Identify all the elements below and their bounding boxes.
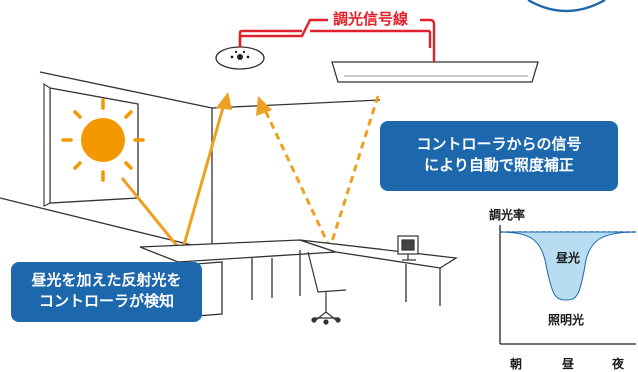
lamp-light-arrow bbox=[264, 95, 380, 249]
lighting-label: 照明光 bbox=[548, 313, 585, 327]
x-tick-night: 夜 bbox=[612, 357, 625, 371]
detection-callout: 昼光を加えた反射光を コントローラが検知 bbox=[11, 262, 202, 322]
daylight-area bbox=[499, 231, 637, 301]
reflected-light-arrow bbox=[120, 103, 226, 253]
arrowhead-dashed bbox=[256, 96, 272, 116]
detection-line-1: 昼光を加えた反射光を bbox=[31, 271, 182, 289]
auto-correction-line-1: コントローラからの信号 bbox=[416, 135, 582, 153]
corner-badge-arc bbox=[527, 0, 606, 13]
sun-icon bbox=[61, 98, 145, 182]
office-desk bbox=[139, 239, 458, 317]
x-tick-morning: 朝 bbox=[510, 357, 523, 371]
dimming-rate-graph bbox=[499, 225, 637, 345]
auto-correction-callout: コントローラからの信号 により自動で照度補正 bbox=[380, 121, 618, 191]
daylight-label: 昼光 bbox=[556, 251, 581, 265]
monitor-icon bbox=[397, 235, 419, 261]
office-chair-icon bbox=[307, 251, 347, 325]
graph-y-label: 調光率 bbox=[489, 208, 526, 222]
arrowhead-solid bbox=[216, 92, 232, 110]
dimming-wire-label: 調光信号線 bbox=[333, 10, 409, 28]
detection-line-2: コントローラが検知 bbox=[38, 292, 174, 310]
ceiling-light-fixture bbox=[331, 61, 539, 83]
x-tick-noon: 昼 bbox=[562, 357, 575, 371]
ceiling-sensor-icon bbox=[215, 46, 265, 70]
auto-correction-line-2: により自動で照度補正 bbox=[424, 156, 574, 174]
